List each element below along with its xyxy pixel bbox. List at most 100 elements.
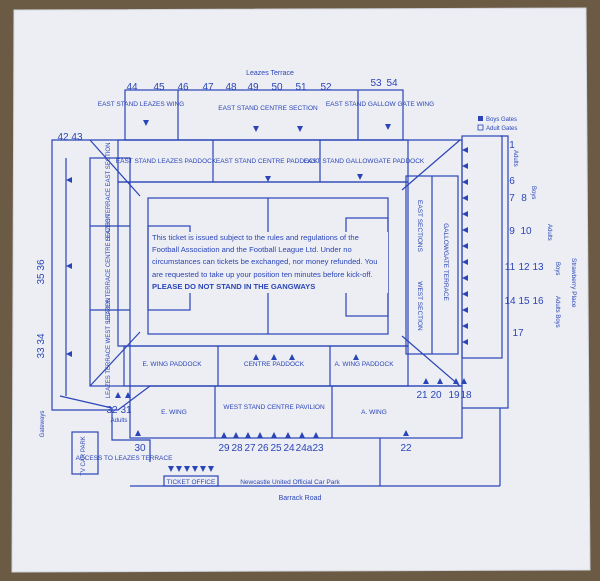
arrow-up-2 [221, 432, 227, 438]
arrow-up-13 [289, 354, 295, 360]
top-gate-44: 44 [126, 82, 138, 93]
arrow-left-8 [462, 259, 468, 265]
corner-diagonal-ne [401, 139, 461, 191]
bottom-gate-numbers: 30 29 28 27 26 25 24 24a 23 22 21 20 19 … [106, 390, 472, 454]
arrow-up-8 [299, 432, 305, 438]
west-stand-centre: WEST STAND CENTRE PAVILION [223, 404, 325, 411]
bottom-gate-20: 20 [430, 390, 442, 401]
right-road-label: Strawberry Place [570, 258, 577, 308]
right-terrace-gallowgate-label: GALLOWGATE TERRACE [442, 223, 449, 301]
legend-boys-label: Boys Gates [486, 117, 517, 123]
paddock-label-leazes: EAST STAND LEAZES PADDOCK [116, 158, 217, 165]
bottom-gate-24a: 24a [296, 443, 313, 454]
west-stand-box [129, 385, 463, 439]
upper-label-gallow-gate-wing: EAST STAND GALLOW GATE WING [326, 101, 434, 108]
right-gate-16: 16 [532, 296, 544, 307]
access-route [59, 395, 151, 462]
arrow-left-5 [462, 211, 468, 217]
right-gate-1: 1 [509, 140, 515, 151]
top-gate-51: 51 [295, 82, 307, 93]
right-side-adults-boys: Adults Boys [554, 296, 560, 328]
arrow-left-9 [462, 275, 468, 281]
left-gates-33-34: 33 34 [36, 333, 47, 358]
right-side-adults: Adults [546, 224, 552, 241]
ticket-window-5 [200, 466, 206, 472]
paddock-label-centre: EAST STAND CENTRE PADDOCK [216, 158, 319, 165]
corner-diagonal-nw [89, 139, 141, 197]
bottom-gate-21: 21 [416, 390, 428, 401]
top-gate-46: 46 [177, 82, 189, 93]
arrow-left-15 [66, 263, 72, 269]
top-gate-49: 49 [247, 82, 259, 93]
arrow-up-4 [245, 432, 251, 438]
bottom-gate-32: 32 [106, 405, 118, 416]
arrow-up-16 [437, 378, 443, 384]
arrow-up-19 [115, 392, 121, 398]
right-gate-11: 11 [505, 262, 516, 273]
right-gates-adults-top: Adults [512, 150, 518, 167]
left-terrace-east-label: LEAZES TERRACE EAST SECTION [106, 143, 112, 242]
top-road-label: Leazes Terrace [246, 70, 294, 77]
bottom-gate-26: 26 [257, 443, 269, 454]
arrow-up-6 [271, 432, 277, 438]
ticket-paper-edge [11, 7, 591, 573]
access-label: ACCESS TO LEAZES TERRACE [76, 455, 173, 462]
bottom-gate-29: 29 [218, 443, 230, 454]
tv-car-park-box [71, 431, 99, 475]
arrow-down-4 [385, 124, 391, 130]
arrow-left-12 [462, 323, 468, 329]
arrow-up-1 [135, 430, 141, 436]
arrow-left-1 [462, 147, 468, 153]
arrow-left-13 [462, 339, 468, 345]
gate-arrows [66, 120, 468, 438]
arrow-up-11 [253, 354, 259, 360]
top-gate-50: 50 [271, 82, 283, 93]
top-gate-45: 45 [153, 82, 165, 93]
right-side-boys: Boys [554, 262, 560, 275]
arrow-up-9 [313, 432, 319, 438]
arrow-up-5 [257, 432, 263, 438]
upper-label-centre-section: EAST STAND CENTRE SECTION [218, 105, 318, 112]
left-terrace-centre-label: LEAZES TERRACE CENTRE SECTION [106, 214, 112, 322]
left-gates-42-43: 42 43 [57, 132, 82, 143]
right-gate-6: 6 [509, 176, 515, 187]
arrow-down-6 [357, 174, 363, 180]
left-gates-35-36: 35 36 [36, 259, 47, 284]
top-gate-48: 48 [225, 82, 237, 93]
bottom-gate-19: 19 [448, 390, 460, 401]
bottom-road-label: Barrack Road [279, 495, 322, 502]
right-terrace-west-label: WEST SECTION [416, 281, 423, 331]
arrow-down-5 [265, 176, 271, 182]
arrow-left-2 [462, 163, 468, 169]
west-stand-a-wing: A. WING [361, 409, 387, 416]
arrow-up-7 [285, 432, 291, 438]
arrow-up-18 [461, 378, 467, 384]
arrow-left-14 [66, 177, 72, 183]
ticket-window-3 [184, 466, 190, 472]
paddock-label-gallowgate: EAST STAND GALLOWGATE PADDOCK [304, 158, 425, 165]
right-gates-boys: Boys [530, 186, 536, 199]
arrow-left-11 [462, 307, 468, 313]
left-terrace-column [89, 157, 131, 387]
bottom-gate-27: 27 [244, 443, 256, 454]
lower-paddock-e-wing: E. WING PADDOCK [142, 361, 202, 368]
arrow-up-20 [125, 392, 131, 398]
corner-diagonal-se [401, 335, 461, 387]
arrow-left-10 [462, 291, 468, 297]
right-gate-15: 15 [518, 296, 530, 307]
right-terrace-east-label: EAST SECTIONS [416, 200, 423, 253]
ticket-window-4 [192, 466, 198, 472]
legend-boys-swatch [478, 116, 483, 121]
ticket-window-1 [168, 466, 174, 472]
arrow-left-16 [66, 351, 72, 357]
arrow-left-7 [462, 243, 468, 249]
arrow-down-2 [253, 126, 259, 132]
right-gate-13: 13 [532, 262, 544, 273]
top-gate-numbers: 44 45 46 47 48 49 50 51 52 53 54 [126, 78, 398, 93]
bottom-gate-23: 23 [312, 443, 324, 454]
left-terrace-west-label: LEAZES TERRACE WEST SECTION [106, 298, 112, 398]
ticket-window-2 [176, 466, 182, 472]
arrow-up-10 [403, 430, 409, 436]
arrow-left-6 [462, 227, 468, 233]
